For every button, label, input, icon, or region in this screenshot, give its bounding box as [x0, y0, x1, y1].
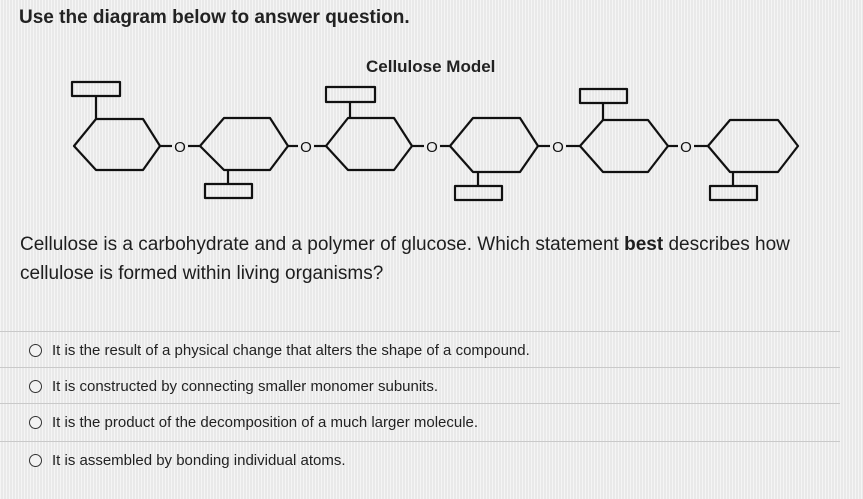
instruction-text: Use the diagram below to answer question… — [19, 7, 410, 28]
side-group-2 — [203, 182, 254, 200]
side-group-3 — [324, 85, 377, 104]
side-group-1 — [70, 80, 122, 98]
linkage-oxygen-2: O — [300, 139, 312, 156]
side-group-5 — [578, 87, 629, 105]
linkage-oxygen-4: O — [552, 139, 564, 156]
radio-button[interactable] — [29, 379, 42, 393]
question-part-1: Cellulose is a carbohydrate and a polyme… — [20, 234, 625, 255]
option-label: It is constructed by connecting smaller … — [52, 377, 439, 395]
answer-option-c[interactable]: It is the product of the decomposition o… — [0, 403, 840, 440]
side-group-4 — [453, 184, 504, 202]
option-label: It is the product of the decomposition o… — [52, 413, 479, 431]
answer-option-b[interactable]: It is constructed by connecting smaller … — [0, 367, 840, 404]
radio-button[interactable] — [29, 343, 42, 357]
cellulose-diagram: Cellulose Model — [0, 0, 863, 215]
glucose-ring-5 — [578, 118, 670, 174]
glucose-ring-4 — [448, 116, 540, 174]
glucose-ring-3 — [324, 116, 414, 172]
linkage-oxygen-1: O — [174, 139, 186, 156]
option-label: It is the result of a physical change th… — [52, 341, 530, 359]
option-label: It is assembled by bonding individual at… — [52, 451, 346, 469]
answer-option-a[interactable]: It is the result of a physical change th… — [0, 331, 840, 368]
glucose-ring-2 — [198, 116, 290, 172]
answer-option-d[interactable]: It is assembled by bonding individual at… — [0, 441, 840, 478]
question-part-2: describes how cellulose is formed within… — [20, 234, 790, 284]
side-group-6 — [708, 184, 759, 202]
radio-button[interactable] — [29, 415, 42, 429]
linkage-oxygen-3: O — [426, 139, 438, 156]
question-emphasis: best — [624, 234, 664, 255]
cellulose-chain: O O O O O — [70, 80, 800, 202]
glucose-ring-6 — [706, 118, 800, 174]
diagram-title: Cellulose Model — [366, 57, 496, 76]
glucose-ring-1 — [72, 117, 162, 172]
linkage-oxygen-5: O — [680, 139, 692, 156]
question-text: Cellulose is a carbohydrate and a polyme… — [20, 230, 850, 288]
radio-button[interactable] — [29, 453, 42, 467]
